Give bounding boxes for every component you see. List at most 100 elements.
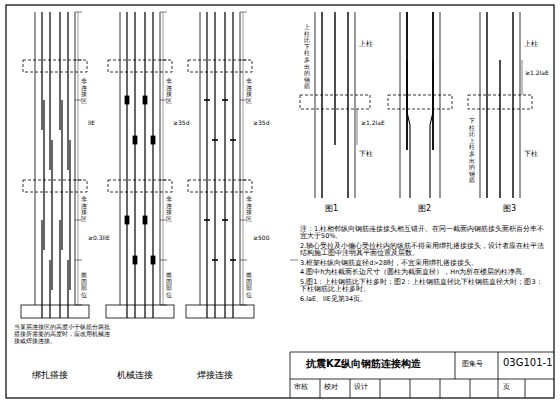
drawing-stroke [43,100,44,250]
drawing-stroke [160,305,167,306]
figure-3 [468,12,532,198]
drawing-stroke [75,12,82,13]
drawing-stroke [240,12,247,13]
drawing-label: ≥35d [253,120,269,127]
drawing-stroke [51,140,52,290]
drawing-title: 抗震KZ纵向钢筋连接构造 [306,358,421,370]
drawing-stroke [240,12,241,305]
coupler [151,136,155,144]
weld [212,259,218,261]
drawing-stroke [240,260,247,261]
drawing-label: 上柱 [359,40,373,48]
floor-beam [23,60,87,72]
drawing-stroke [67,12,68,170]
drawing-label: ≥0.3llE [88,235,110,242]
figure-2 [388,12,452,198]
floor-beam [108,180,172,192]
drawing-label: ≥500 [253,235,269,242]
weld [204,219,210,221]
drawing-stroke [200,12,201,305]
floor-beam [108,60,172,72]
drawing-label: 当某层连接区的高度小于纵筋分两批搭接所需要的高度时，应改用机械连接或焊接连接。 [14,324,114,345]
drawing-label: 非连接区 [81,78,87,104]
drawing-stroke [240,305,247,306]
drawing-stroke [206,12,207,318]
drawing-stroke [41,220,42,318]
coupler [125,216,129,224]
drawing-stroke [134,12,135,318]
drawing-stroke [75,305,82,306]
drawing-stroke [160,260,167,261]
drawing-label: ≥1.2laE [361,120,385,127]
drawing-label: 下柱比上柱多出的钢筋 [469,118,475,184]
drawing-label: 注：1.柱相邻纵向钢筋连接接头相互错开。在同一截面内钢筋接头面积百分率不宜大于5… [300,226,548,241]
drawing-label: 设计 [354,384,368,391]
drawing-label: 机械连接 [117,370,153,380]
drawing-label: 非连接区 [166,78,172,104]
drawing-label: 下柱 [359,150,373,158]
floor-beam [23,180,87,192]
coupler [125,96,129,104]
drawing-label: 非连接区 [246,196,252,222]
drawing-label: 图集号 [462,360,483,368]
drawing-label: 5.图1：上柱钢筋比下柱多时；图2：上柱钢筋直径比下柱钢筋直径大时；图3：下柱钢… [300,279,548,294]
drawing-label: 嵌固部位 [81,272,87,298]
drawing-label: 上柱比下柱多出的钢筋 [304,24,310,90]
notes-block: 注：1.柱相邻纵向钢筋连接接头相互错开。在同一截面内钢筋接头面积百分率不宜大于5… [300,226,548,305]
foundation [106,305,174,318]
drawing-stroke [160,12,161,305]
drawing-stroke [240,60,247,61]
coupler [151,256,155,264]
drawing-stroke [67,260,68,318]
drawing-stroke [240,180,247,181]
drawing-stroke [69,140,70,290]
drawing-stroke [160,60,167,61]
floor-beam [188,180,252,192]
drawing-stroke [144,12,145,318]
drawing-stroke [75,260,82,261]
drawing-label: 4.图中h为柱截面长边尺寸（圆柱为截面直径），Hn为所在楼层的柱净高。 [300,269,548,276]
drawing-label: 非连接区 [246,78,252,104]
drawing-label: ≥35d [173,120,189,127]
weld [212,139,218,141]
drawing-stroke [232,12,233,318]
drawing-label: 下柱 [524,150,538,158]
drawing-stroke [41,12,42,130]
weld [230,139,236,141]
drawing-stroke [163,12,164,305]
drawing-stroke [152,12,153,318]
weld [222,219,228,221]
drawing-stroke [49,12,50,170]
drawing-label: 图2 [418,204,431,213]
drawing-label: 校对 [324,384,338,391]
drawing-label: 上柱 [524,40,538,48]
drawing-label: 2.轴心受拉及小偏心受拉柱内的纵筋不得采用绑扎搭接接头，设计者应在柱平法结构施工… [300,243,548,258]
drawing-label: 审核 [294,384,308,391]
drawing-stroke [35,12,36,305]
drawing-stroke [243,12,244,305]
drawing-label: 非连接区 [81,196,87,222]
drawing-label: 绑扎搭接 [32,370,68,380]
drawing-label: 非连接区 [166,196,172,222]
drawing-stroke [160,180,167,181]
drawing-label: 03G101-1 [503,357,553,369]
drawing-label: ≥1.2laE [525,70,549,77]
drawing-label: 6.laE、llE见第34页。 [300,296,548,303]
drawing-stroke [214,12,215,318]
drawing-label: llE [88,120,95,127]
coupler [133,136,137,144]
drawing-label: 页 [503,384,510,391]
drawing-label: 图3 [503,204,516,213]
drawing-stroke [78,12,79,305]
foundation [186,305,254,318]
drawing-stroke [61,100,62,250]
drawing-stroke [160,12,167,13]
column-panels [21,12,254,318]
weld [222,99,228,101]
foundation [21,305,89,318]
drawing-label: 图1 [325,204,338,213]
coupler [143,96,147,104]
coupler [133,256,137,264]
drawing-label: 焊接连接 [197,370,233,380]
